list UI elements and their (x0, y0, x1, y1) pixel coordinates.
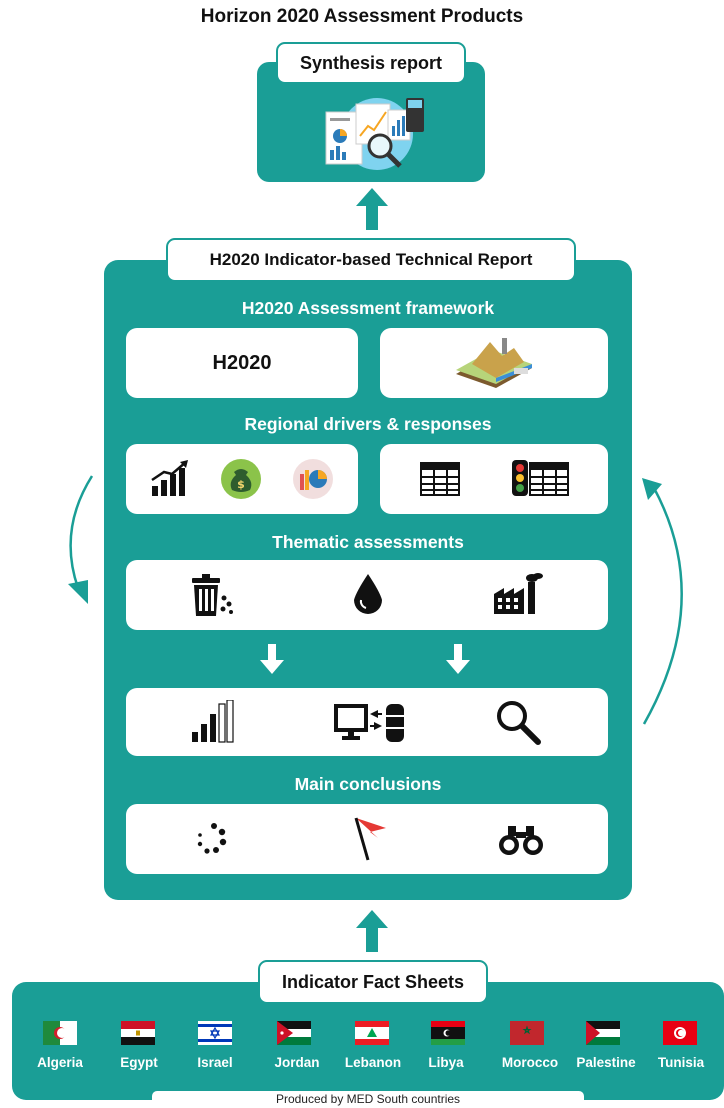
section-heading-conclusions: Main conclusions (294, 774, 442, 794)
technical-report-label: H2020 Indicator-based Technical Report (166, 238, 576, 282)
conclusions-card (126, 804, 608, 874)
tunisia-flag-icon (663, 1021, 697, 1045)
israel-flag-icon (198, 1021, 232, 1045)
h2020-text: H2020 (212, 352, 272, 374)
country-label-libya: Libya (428, 1055, 464, 1070)
report-analysis-icon (325, 98, 424, 170)
magnifier-icon (497, 701, 541, 745)
flag-icon (354, 817, 386, 861)
table-icon (420, 462, 460, 496)
computer-database-icon (334, 704, 404, 742)
country-label-jordan: Jordan (274, 1055, 320, 1070)
algeria-flag-icon (43, 1021, 77, 1045)
section-heading-thematic: Thematic assessments (272, 532, 464, 552)
binoculars-icon (499, 826, 543, 855)
arrow-down-icon (446, 644, 470, 674)
factory-icon (494, 573, 543, 614)
responses-card (380, 444, 608, 514)
left-cycle-arrow-icon (68, 475, 94, 604)
growth-chart-icon (151, 460, 188, 496)
country-label-egypt: Egypt (120, 1055, 158, 1070)
analysis-card (126, 688, 608, 756)
framework-landscape-card (380, 328, 608, 398)
country-label-algeria: Algeria (37, 1055, 83, 1070)
jordan-flag-icon (277, 1021, 311, 1045)
right-cycle-arrow-icon (642, 478, 683, 725)
arrow-up-icon (356, 910, 388, 952)
country-label-palestine: Palestine (576, 1055, 636, 1070)
svg-text:$: $ (237, 478, 245, 491)
country-label-tunisia: Tunisia (657, 1055, 705, 1070)
thematic-card (126, 560, 608, 630)
libya-flag-icon (431, 1021, 465, 1045)
section-heading-drivers: Regional drivers & responses (244, 414, 492, 434)
waste-bin-icon (192, 574, 233, 616)
arrow-up-icon (356, 188, 388, 230)
pie-chart-icon (293, 459, 333, 499)
synthesis-report-label: Synthesis report (276, 42, 466, 84)
dots-spinner-icon (197, 823, 227, 854)
footer-note: Produced by MED South countries (152, 1091, 584, 1108)
country-label-lebanon: Lebanon (344, 1055, 402, 1070)
lebanon-flag-icon (355, 1021, 389, 1045)
water-drop-icon (354, 574, 382, 614)
drivers-card: $ (126, 444, 358, 514)
country-label-israel: Israel (197, 1055, 233, 1070)
morocco-flag-icon (510, 1021, 544, 1045)
palestine-flag-icon (586, 1021, 620, 1045)
arrow-down-icon (260, 644, 284, 674)
fact-sheets-label: Indicator Fact Sheets (258, 960, 488, 1004)
framework-h2020-card: H2020 (126, 328, 358, 398)
page-title: Horizon 2020 Assessment Products (200, 6, 524, 27)
landscape-icon (456, 338, 532, 388)
country-label-morocco: Morocco (501, 1055, 559, 1070)
section-heading-framework: H2020 Assessment framework (241, 298, 495, 318)
signal-bars-icon (192, 700, 234, 743)
money-bag-icon: $ (221, 459, 261, 499)
traffic-light-table-icon (512, 460, 569, 496)
egypt-flag-icon (121, 1021, 155, 1045)
